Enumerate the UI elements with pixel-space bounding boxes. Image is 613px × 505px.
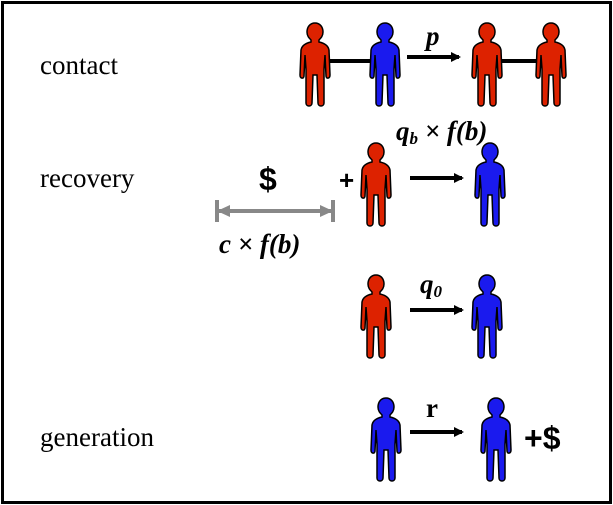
recovery-rate: qb × f(b) <box>396 116 487 148</box>
row-label-contact: contact <box>40 50 118 80</box>
person-icon <box>535 22 567 107</box>
row-label-generation: generation <box>40 422 154 452</box>
cost-bar <box>215 200 335 222</box>
natural-rate-sub: 0 <box>434 282 443 301</box>
plus-sign: + <box>339 165 354 195</box>
cost-formula: c × f(b) <box>219 229 300 259</box>
generation-rate: r <box>426 393 438 423</box>
cost-symbol: $ <box>259 161 277 197</box>
recovery-rate-base: q <box>396 116 410 146</box>
contact-row: contact p <box>40 21 567 107</box>
natural-rate-base: q <box>420 269 434 299</box>
person-icon <box>360 274 392 359</box>
natural-recovery-row: q0 <box>360 269 503 359</box>
person-icon <box>480 397 512 482</box>
contact-rate: p <box>424 21 440 51</box>
recovery-rate-tail: × f(b) <box>418 116 487 146</box>
recovery-row: recovery $ c × f(b) + qb × f(b) <box>40 116 506 259</box>
person-icon <box>471 22 503 107</box>
person-icon <box>474 142 506 227</box>
generation-row: generation r +$ <box>40 393 561 482</box>
person-icon <box>369 22 401 107</box>
person-icon <box>360 142 392 227</box>
row-label-recovery: recovery <box>40 163 135 193</box>
natural-rate: q0 <box>420 269 443 301</box>
person-icon <box>370 397 402 482</box>
person-icon <box>299 22 331 107</box>
generation-product: +$ <box>524 420 561 456</box>
person-icon <box>471 274 503 359</box>
recovery-rate-sub: b <box>410 129 419 148</box>
